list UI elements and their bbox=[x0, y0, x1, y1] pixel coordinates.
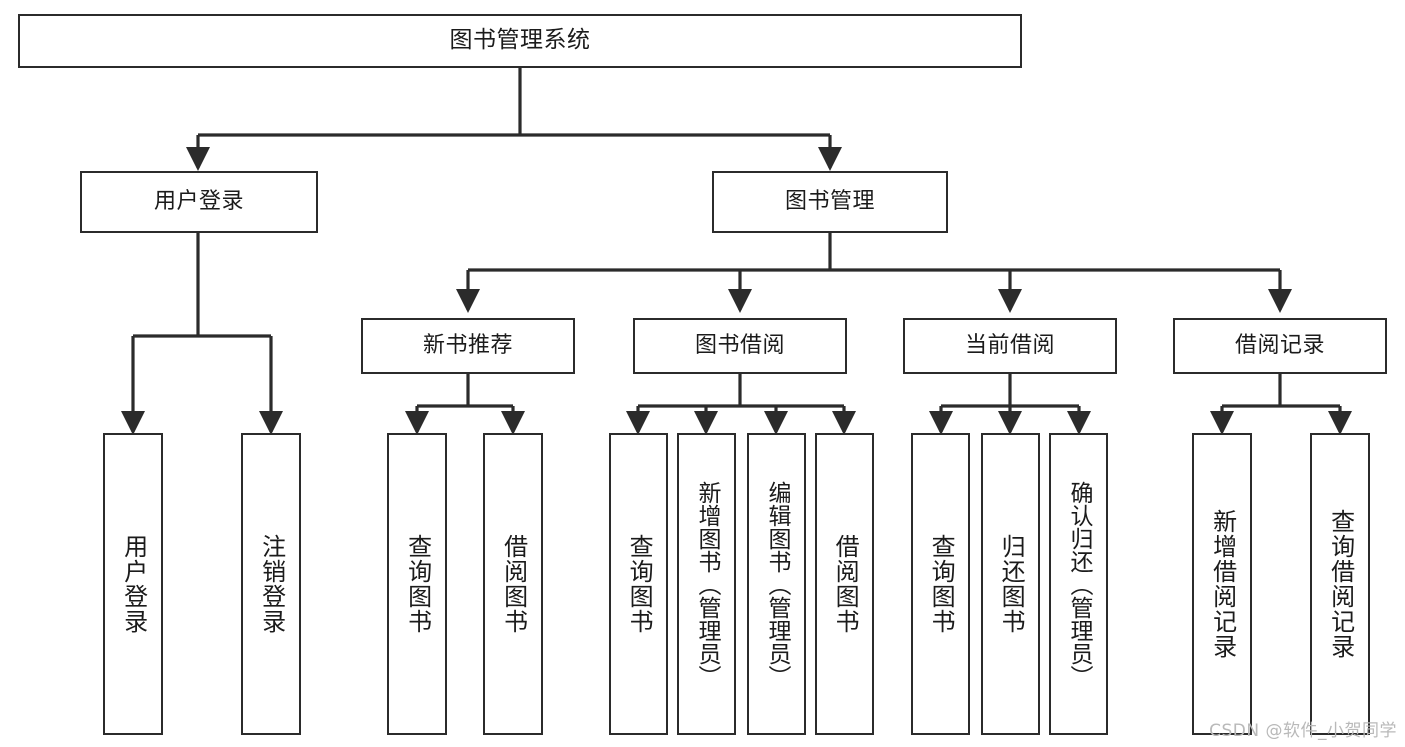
node-label: 图书管理系统 bbox=[449, 27, 591, 54]
csdn-watermark: CSDN @软件_小贺同学 bbox=[1209, 721, 1397, 741]
leaf-query-book-current[interactable]: 查询图书 bbox=[911, 433, 970, 735]
leaf-add-book-admin[interactable]: 新增图书（管理员） bbox=[677, 433, 736, 735]
node-label: 归还图书 bbox=[997, 534, 1026, 634]
node-label: 用户登录 bbox=[119, 534, 148, 634]
node-label: 图书管理 bbox=[784, 189, 875, 215]
leaf-add-borrow-record[interactable]: 新增借阅记录 bbox=[1192, 433, 1252, 735]
leaf-query-borrow-record[interactable]: 查询借阅记录 bbox=[1310, 433, 1370, 735]
node-label: 查询图书 bbox=[403, 534, 432, 634]
node-label: 注销登录 bbox=[257, 534, 286, 634]
node-label: 借阅图书 bbox=[499, 534, 528, 634]
node-borrow-record[interactable]: 借阅记录 bbox=[1173, 318, 1387, 374]
leaf-query-book-recommend[interactable]: 查询图书 bbox=[387, 433, 447, 735]
leaf-confirm-return-admin[interactable]: 确认归还（管理员） bbox=[1049, 433, 1108, 735]
leaf-user-login[interactable]: 用户登录 bbox=[103, 433, 163, 735]
leaf-return-book[interactable]: 归还图书 bbox=[981, 433, 1040, 735]
leaf-logout-login[interactable]: 注销登录 bbox=[241, 433, 301, 735]
node-label: 图书借阅 bbox=[694, 333, 785, 359]
node-label: 查询图书 bbox=[927, 534, 956, 634]
node-label: 新书推荐 bbox=[422, 333, 513, 359]
node-label: 确认归还（管理员） bbox=[1066, 480, 1092, 688]
leaf-edit-book-admin[interactable]: 编辑图书（管理员） bbox=[747, 433, 806, 735]
node-label: 借阅记录 bbox=[1234, 333, 1325, 359]
node-label: 用户登录 bbox=[153, 189, 244, 215]
node-label: 当前借阅 bbox=[964, 333, 1055, 359]
node-user-login[interactable]: 用户登录 bbox=[80, 171, 318, 233]
node-label: 查询借阅记录 bbox=[1326, 509, 1355, 659]
node-root-system[interactable]: 图书管理系统 bbox=[18, 14, 1022, 68]
node-new-book-recommend[interactable]: 新书推荐 bbox=[361, 318, 575, 374]
node-label: 借阅图书 bbox=[831, 534, 860, 634]
node-book-borrow[interactable]: 图书借阅 bbox=[633, 318, 847, 374]
leaf-borrow-book-recommend[interactable]: 借阅图书 bbox=[483, 433, 543, 735]
node-label: 新增图书（管理员） bbox=[694, 480, 720, 688]
leaf-query-book-borrow[interactable]: 查询图书 bbox=[609, 433, 668, 735]
node-label: 新增借阅记录 bbox=[1208, 509, 1237, 659]
node-label: 查询图书 bbox=[625, 534, 654, 634]
node-label: 编辑图书（管理员） bbox=[764, 480, 790, 688]
leaf-borrow-book[interactable]: 借阅图书 bbox=[815, 433, 874, 735]
node-book-manage[interactable]: 图书管理 bbox=[712, 171, 948, 233]
node-current-borrow[interactable]: 当前借阅 bbox=[903, 318, 1117, 374]
